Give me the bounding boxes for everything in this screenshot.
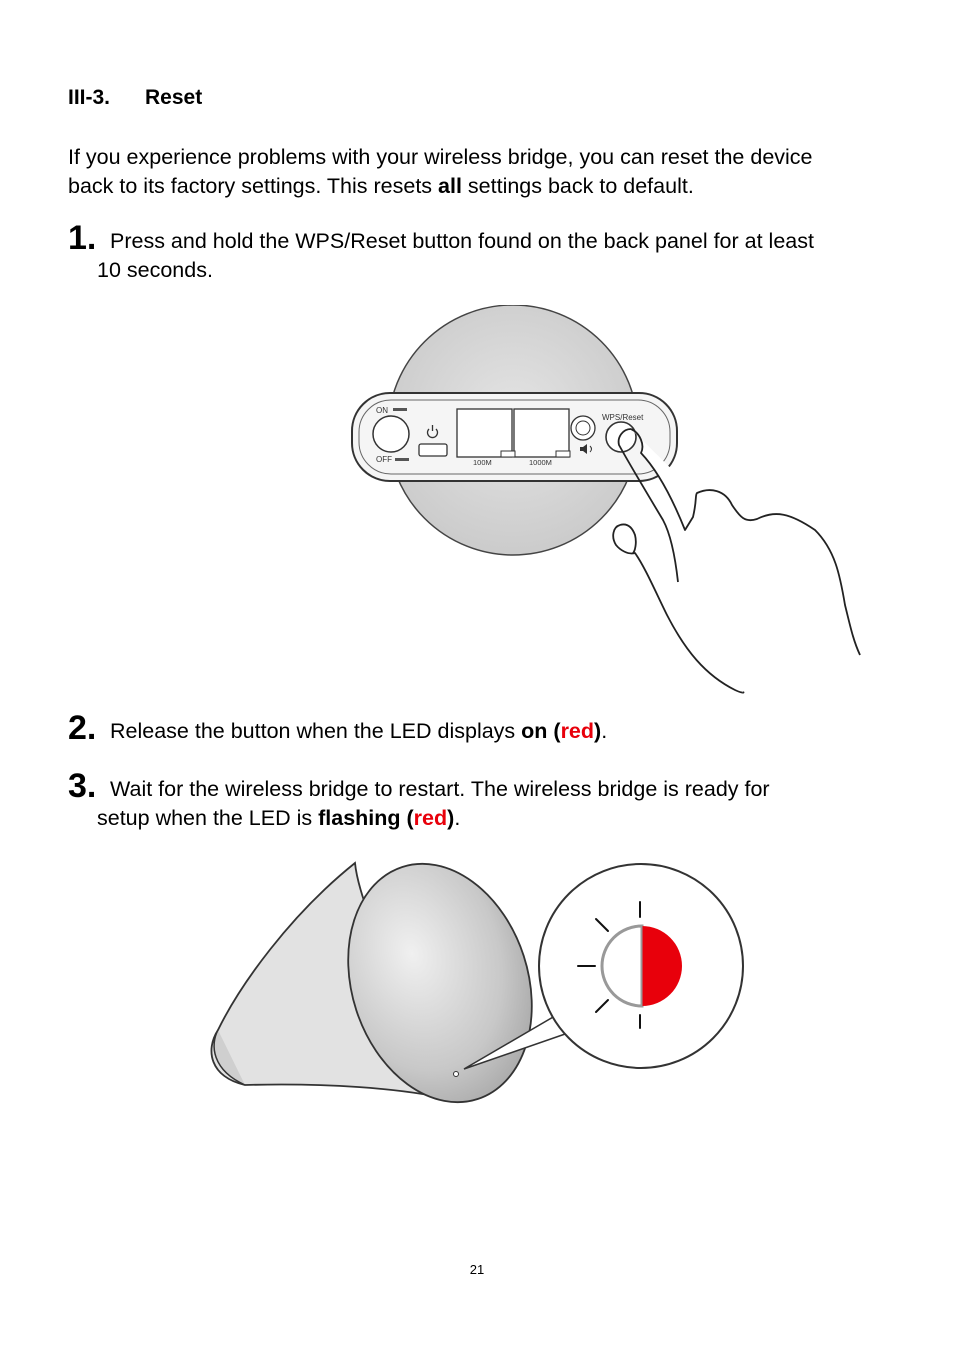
speaker-icon [580, 444, 592, 454]
step-number: 1. [68, 219, 97, 257]
step-text: setup when the LED is [97, 806, 319, 830]
step-text: Wait for the wireless bridge to restart.… [110, 777, 770, 801]
device-led-illustration [210, 861, 744, 1104]
intro-bold-all: all [438, 173, 462, 198]
step-number: 3. [68, 767, 97, 805]
wps-reset-label: WPS/Reset [602, 413, 644, 422]
section-title: Reset [145, 86, 203, 109]
section-heading: III-3. Reset [68, 86, 202, 110]
step-bold-close: ) [594, 719, 602, 743]
port-label-100m: 100M [473, 458, 492, 467]
step-text-cont: setup when the LED is flashing (red). [68, 804, 898, 833]
step-bold: on ( [521, 719, 561, 743]
step-3: 3. Wait for the wireless bridge to restar… [68, 767, 898, 833]
step-bold: flashing ( [318, 806, 414, 830]
back-panel-illustration: ON OFF 100M 1000M WPS/Reset [351, 305, 861, 694]
on-label: ON [376, 406, 388, 415]
led-indicator [453, 1071, 459, 1077]
step-bold-close: ) [447, 806, 455, 830]
off-label: OFF [376, 455, 392, 464]
port-label-1000m: 1000M [529, 458, 552, 467]
page-number: 21 [469, 1262, 485, 1277]
step-text-end: . [601, 719, 608, 743]
power-icon [426, 425, 439, 439]
step-1: 1. Press and hold the WPS/Reset button fo… [68, 219, 898, 285]
device-face [347, 862, 533, 1104]
intro-line-2: back to its factory settings. This reset… [68, 172, 898, 201]
step-text-end: . [454, 806, 461, 830]
intro-text-end: settings back to default. [461, 173, 694, 198]
step-text-cont: 10 seconds. [97, 258, 213, 282]
audio-jack [570, 415, 596, 441]
intro-line-1: If you experience problems with your wir… [68, 145, 813, 169]
step-text: Release the button when the LED displays [110, 719, 522, 743]
power-port [418, 443, 448, 457]
intro-text: back to its factory settings. This reset… [68, 173, 439, 198]
step-number: 2. [68, 709, 97, 747]
step-2: 2. Release the button when the LED displa… [68, 709, 898, 747]
led-red-text: red [560, 719, 595, 743]
section-number: III-3. [68, 86, 111, 109]
ethernet-port-100m [456, 408, 513, 458]
led-half-red-icon [600, 924, 682, 1008]
flashing-rays-icon [577, 901, 641, 1029]
step-text: Press and hold the WPS/Reset button foun… [110, 229, 814, 253]
power-switch [372, 415, 410, 453]
hand-pressing-icon [612, 428, 861, 694]
intro-paragraph: If you experience problems with your wir… [68, 143, 898, 200]
led-red-text: red [413, 806, 448, 830]
ethernet-port-1000m [513, 408, 570, 458]
